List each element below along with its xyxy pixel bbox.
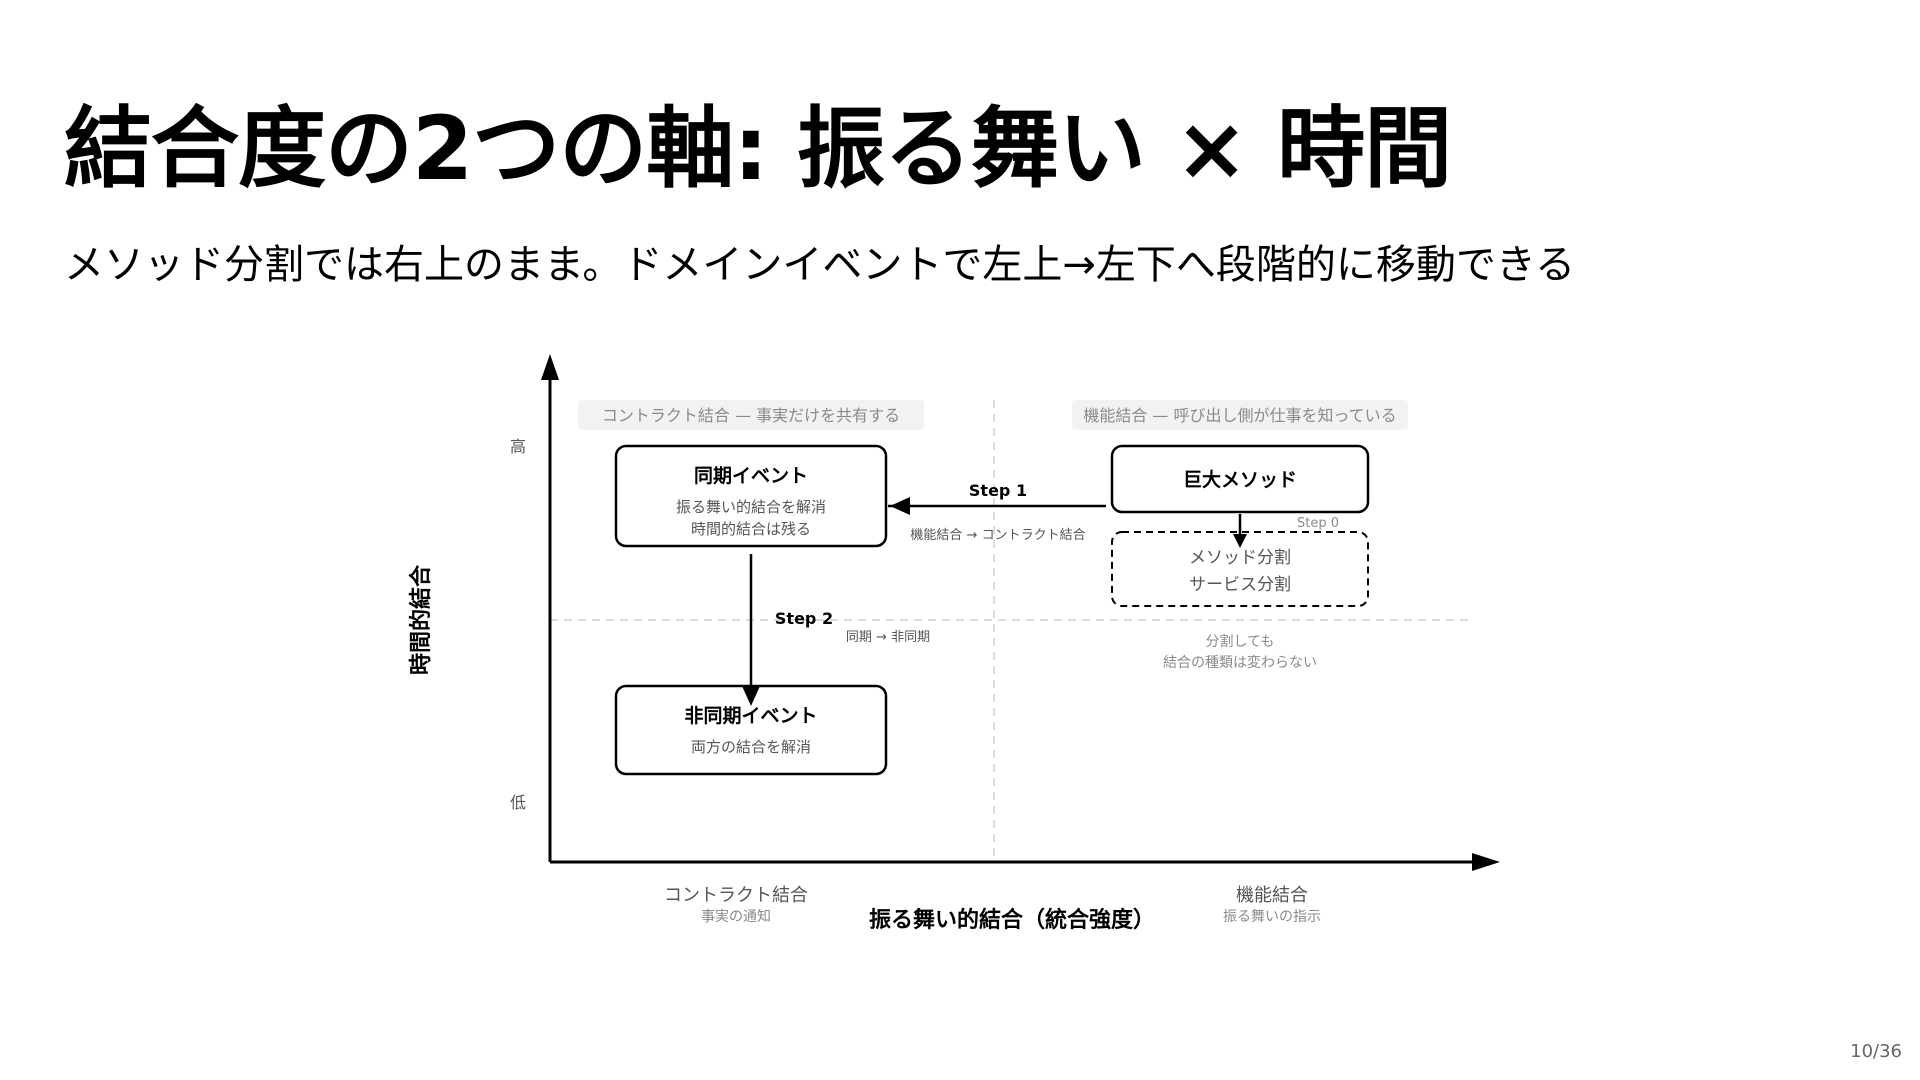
step2-arrowhead [742, 686, 760, 706]
split-note-line1: 分割しても [1206, 633, 1275, 650]
huge-method-title: 巨大メソッド [1183, 468, 1297, 491]
step0-arrowhead [1233, 534, 1247, 548]
slide-title: 結合度の2つの軸: 振る舞い × 時間 [64, 97, 1452, 200]
sync-event-title: 同期イベント [694, 465, 808, 487]
quadrant-tag-left-bg [578, 400, 924, 430]
method-split-line1: メソッド分割 [1189, 548, 1291, 568]
page-number: 10/36 [1850, 1041, 1902, 1062]
huge-method-box [1110, 444, 1370, 514]
x-axis-right-sublabel: 振る舞いの指示 [1223, 909, 1321, 925]
step1-arrowhead [890, 497, 910, 515]
split-note-line2: 結合の種類は変わらない [1163, 654, 1317, 671]
sync-event-line2: 時間的結合は残る [691, 520, 811, 538]
x-axis-title: 振る舞い的結合（統合強度） [869, 907, 1155, 933]
step2-sublabel: 同期 → 非同期 [846, 630, 930, 645]
slide-subtitle: メソッド分割では右上のまま。ドメインイベントで左上→左下へ段階的に移動できる [64, 242, 1576, 288]
x-axis-right-label: 機能結合 [1236, 885, 1308, 906]
async-event-line1: 両方の結合を解消 [691, 738, 811, 756]
step2-label: Step 2 [775, 609, 833, 628]
step1-label: Step 1 [969, 481, 1027, 500]
sync-event-line1: 振る舞い的結合を解消 [676, 498, 826, 516]
quadrant-tag-right-bg [1072, 400, 1408, 430]
sync-event-box [614, 444, 888, 548]
x-axis-arrowhead [1472, 853, 1500, 871]
quadrant-tag-left: コントラクト結合 — 事実だけを共有する [602, 406, 900, 425]
y-axis-high-label: 高 [510, 437, 526, 456]
y-axis-arrowhead [541, 354, 559, 380]
quadrant-tag-right: 機能結合 — 呼び出し側が仕事を知っている [1083, 406, 1396, 425]
method-split-line2: サービス分割 [1189, 575, 1291, 595]
x-axis-left-sublabel: 事実の通知 [701, 908, 771, 925]
step0-label: Step 0 [1297, 516, 1339, 531]
y-axis-low-label: 低 [510, 793, 526, 812]
method-split-box [1111, 531, 1369, 607]
async-event-title: 非同期イベント [684, 705, 817, 727]
x-axis-left-label: コントラクト結合 [664, 885, 808, 906]
step1-sublabel: 機能結合 → コントラクト結合 [910, 528, 1085, 543]
y-axis-title: 時間的結合 [408, 564, 434, 675]
